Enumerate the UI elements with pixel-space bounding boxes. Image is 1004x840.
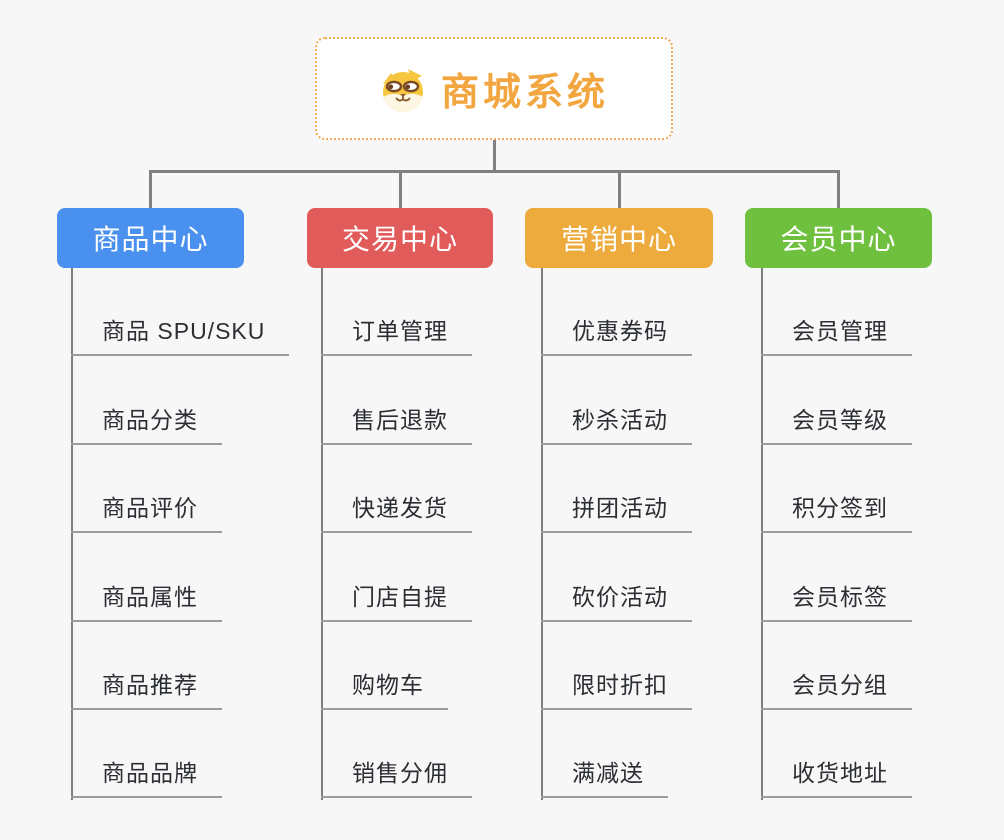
leaf-column-product: 商品 SPU/SKU 商品分类 商品评价 商品属性 商品推荐 商品品牌 [71,268,290,799]
leaf-node[interactable]: 购物车 [321,666,448,710]
leaf-node[interactable]: 收货地址 [761,754,912,799]
connector-horizontal-bar [149,170,840,173]
leaf-node[interactable]: 满减送 [541,754,668,799]
connector-root-stub [493,140,496,172]
branch-node-product-center[interactable]: 商品中心 [57,208,244,268]
branch-spine-trade [321,268,323,800]
connector-drop-member [837,170,840,210]
leaf-node[interactable]: 优惠券码 [541,312,692,357]
root-node-mall-system[interactable]: 商城系统 [315,37,673,140]
connector-drop-trade [399,170,402,210]
leaf-node[interactable]: 秒杀活动 [541,401,692,445]
leaf-column-marketing: 优惠券码 秒杀活动 拼团活动 砍价活动 限时折扣 满减送 [541,268,692,799]
leaf-node[interactable]: 商品评价 [71,489,222,534]
leaf-column-member: 会员管理 会员等级 积分签到 会员标签 会员分组 收货地址 [761,268,912,799]
leaf-node[interactable]: 会员等级 [761,401,912,445]
leaf-node[interactable]: 会员标签 [761,578,912,622]
leaf-node[interactable]: 销售分佣 [321,754,472,799]
leaf-node[interactable]: 商品品牌 [71,754,222,799]
leaf-node[interactable]: 商品分类 [71,401,222,445]
leaf-node[interactable]: 快递发货 [321,489,472,534]
leaf-node[interactable]: 商品属性 [71,578,222,622]
branch-node-marketing-center[interactable]: 营销中心 [525,208,713,268]
leaf-node[interactable]: 积分签到 [761,489,912,534]
leaf-node[interactable]: 拼团活动 [541,489,692,534]
leaf-node[interactable]: 售后退款 [321,401,472,445]
leaf-node[interactable]: 订单管理 [321,312,472,357]
shiba-dog-icon [382,68,423,112]
root-node-title: 商城系统 [440,72,609,114]
leaf-node[interactable]: 会员管理 [761,312,912,357]
branch-spine-member [761,268,763,800]
branch-node-trade-center[interactable]: 交易中心 [307,208,493,268]
branch-spine-marketing [541,268,543,800]
leaf-node[interactable]: 会员分组 [761,666,912,710]
leaf-node[interactable]: 门店自提 [321,578,472,622]
connector-drop-product [149,170,152,210]
leaf-node[interactable]: 砍价活动 [541,578,692,622]
leaf-node[interactable]: 商品 SPU/SKU [71,312,290,357]
leaf-node[interactable]: 商品推荐 [71,666,222,710]
branch-node-member-center[interactable]: 会员中心 [745,208,932,268]
branch-spine-product [71,268,73,800]
connector-drop-marketing [618,170,621,210]
leaf-column-trade: 订单管理 售后退款 快递发货 门店自提 购物车 销售分佣 [321,268,472,799]
leaf-node[interactable]: 限时折扣 [541,666,692,710]
